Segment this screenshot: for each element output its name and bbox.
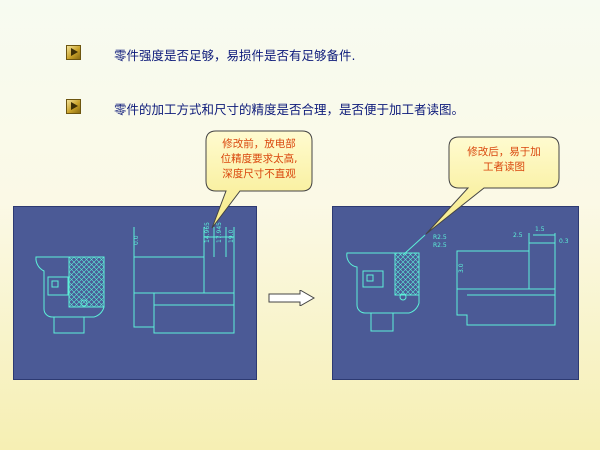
dim-label: 19.0 — [228, 229, 235, 243]
drawing-after-panel: R2.5 R2.5 1.5 0.3 3.0 2.5 — [332, 206, 579, 380]
dim-label: 3.0 — [458, 263, 465, 273]
callout-before-text: 修改前，放电部 位精度要求太高, 深度尺寸不直观 — [206, 137, 312, 182]
dim-label: 0.3 — [559, 238, 569, 245]
drawing-after: R2.5 R2.5 1.5 0.3 3.0 2.5 — [346, 226, 569, 332]
dim-label: R2.5 — [433, 242, 447, 249]
callout-line: 修改后，易于加 — [467, 146, 541, 158]
drawing-before: 0.0 14.965 17.945 19.0 — [35, 222, 235, 334]
callout-line: 修改前，放电部 — [222, 138, 296, 150]
dim-label: 17.945 — [216, 222, 223, 243]
callout-line: 深度尺寸不直观 — [222, 168, 296, 180]
bullet-icon — [66, 45, 81, 60]
callout-line: 工者读图 — [483, 161, 525, 173]
callout-line: 位精度要求太高, — [220, 153, 298, 165]
dim-label: 2.5 — [513, 232, 523, 239]
right-arrow-icon — [268, 290, 316, 306]
bullet-text-1: 零件强度是否足够，易损件是否有足够备件. — [114, 48, 356, 63]
drawing-before-panel: 0.0 14.965 17.945 19.0 — [13, 206, 257, 380]
bullet-icon — [66, 99, 81, 114]
dim-label: R2.5 — [433, 234, 447, 241]
dim-label: 14.965 — [204, 222, 211, 243]
callout-after-text: 修改后，易于加 工者读图 — [449, 145, 559, 175]
bullet-text-2: 零件的加工方式和尺寸的精度是否合理，是否便于加工者读图。 — [114, 102, 465, 117]
dim-label: 1.5 — [535, 226, 545, 233]
dim-label: 0.0 — [133, 235, 140, 245]
